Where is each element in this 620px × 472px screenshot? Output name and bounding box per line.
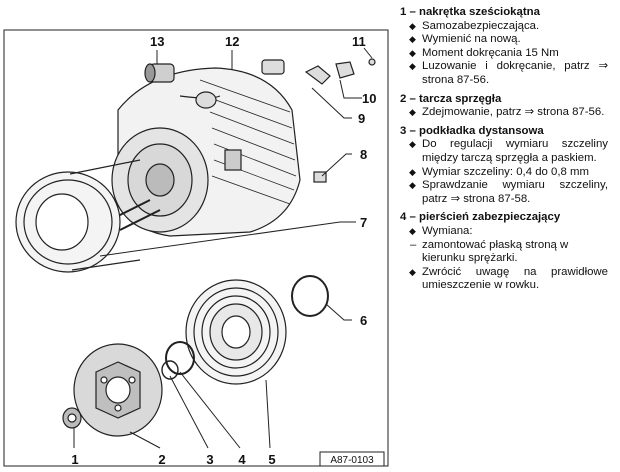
legend-bullet: ◆Zwrócić uwagę na prawidłowe umieszczeni…: [409, 265, 608, 292]
bullet-diamond-icon: ◆: [409, 266, 416, 277]
bullet-diamond-icon: ◆: [409, 34, 416, 45]
callout-13: 13: [150, 34, 164, 49]
legend-item-title: 3 – podkładka dystansowa: [400, 124, 544, 137]
legend-item-1: 1 – nakrętka sześciokątna ◆Samozabezpiec…: [400, 6, 608, 88]
legend-bullet: ◆Wymienić na nową.: [409, 33, 521, 46]
bullet-diamond-icon: ◆: [409, 107, 416, 118]
callout-9: 9: [358, 111, 365, 126]
pulley-part-5: [185, 279, 287, 385]
callout-1: 1: [71, 452, 78, 467]
legend-dash-item: –zamontować płaską stroną w kierunku spr…: [410, 238, 569, 265]
legend-item-2: 2 – tarcza sprzęgła ◆Zdejmowanie, patrz …: [400, 93, 608, 120]
legend-item-4: 4 – pierścień zabezpieczający ◆Wymiana: …: [400, 211, 608, 293]
callout-8: 8: [360, 147, 367, 162]
legend-bullet: ◆Sprawdzanie wymiaru szczeliny, patrz ⇒ …: [409, 179, 608, 205]
bullet-diamond-icon: ◆: [409, 166, 416, 177]
legend-bullet: ◆Zdejmowanie, patrz ⇒ strona 87-56.: [409, 106, 605, 119]
bullet-diamond-icon: ◆: [409, 61, 416, 72]
dash-marker: –: [410, 238, 417, 251]
legend-bullet: ◆Do regulacji wymiaru szczeliny między t…: [409, 138, 608, 164]
hex-nut-part-1: [62, 407, 82, 429]
legend-item-title: 4 – pierścień zabezpieczający: [400, 211, 561, 224]
callout-3: 3: [206, 452, 213, 467]
callout-7: 7: [360, 215, 367, 230]
legend-item-title: 2 – tarcza sprzęgła: [400, 92, 502, 105]
shim-part-3: [161, 360, 179, 380]
bullet-diamond-icon: ◆: [409, 139, 416, 150]
figure-id-box: [319, 451, 385, 467]
callout-12: 12: [225, 34, 239, 49]
callout-5: 5: [268, 452, 275, 467]
callout-2: 2: [158, 452, 165, 467]
parts-legend: 1 – nakrętka sześciokątna ◆Samozabezpiec…: [400, 6, 608, 298]
legend-bullet: ◆Wymiar szczeliny: 0,4 do 0,8 mm: [409, 165, 590, 178]
bracket-part-10: [304, 58, 376, 85]
legend-bullet: ◆Wymiana:: [409, 224, 473, 237]
legend-item-3: 3 – podkładka dystansowa ◆Do regulacji w…: [400, 125, 608, 207]
callout-6: 6: [360, 313, 367, 328]
sleeve-part-13: [144, 63, 175, 83]
legend-bullet: ◆Moment dokręcania 15 Nm: [409, 46, 559, 59]
callout-10: 10: [362, 91, 376, 106]
compressor-illustration: [99, 59, 301, 237]
callout-4: 4: [238, 452, 246, 467]
figure-frame: [3, 29, 389, 467]
bullet-diamond-icon: ◆: [409, 225, 416, 236]
legend-bullet: ◆Luzowanie i dokręcanie, patrz ⇒ strona …: [409, 60, 608, 86]
bullet-diamond-icon: ◆: [409, 180, 416, 191]
callout-numbers: 1 2 3 4 5 6 7 8 9 10 11 12 13: [71, 34, 376, 467]
figure-id: A87-0103: [330, 455, 374, 466]
bullet-diamond-icon: ◆: [409, 20, 416, 31]
bullet-diamond-icon: ◆: [409, 47, 416, 58]
exploded-view-figure: 1 2 3 4 5 6 7 8 9 10 11 12 13 A87-0103: [3, 29, 389, 467]
legend-bullet: ◆Samozabezpieczająca.: [409, 19, 540, 32]
leader-lines: [73, 47, 373, 449]
clip-part-8: [313, 171, 327, 183]
ring-part-6: [291, 275, 329, 317]
legend-item-title: 1 – nakrętka sześciokątna: [400, 6, 540, 18]
clutch-disc-part-2: [73, 343, 163, 437]
callout-11: 11: [352, 34, 366, 49]
ring-part-4: [165, 341, 195, 375]
belt-pulley-assembly: [15, 159, 141, 273]
